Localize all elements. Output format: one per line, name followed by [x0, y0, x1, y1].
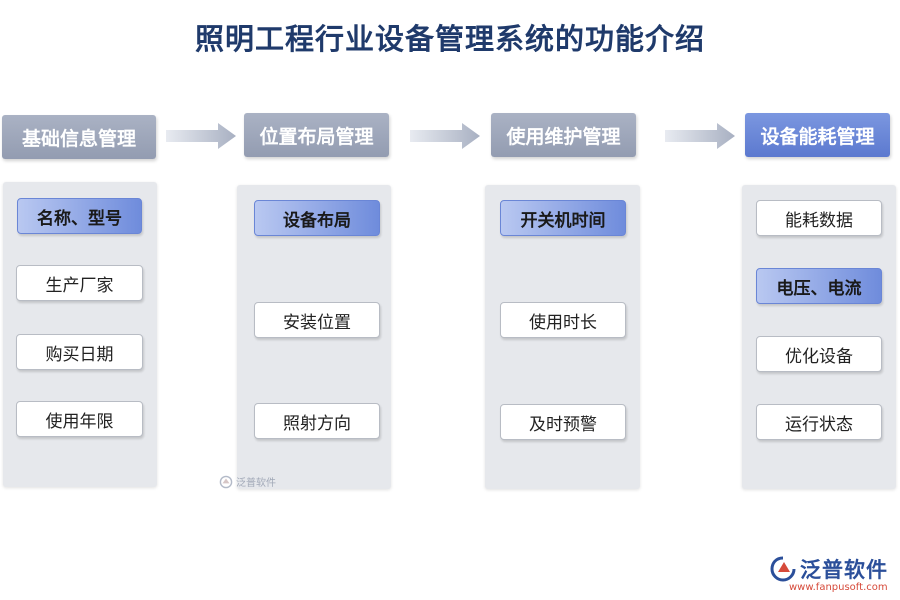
item-running-status: 运行状态	[756, 404, 882, 440]
column-header-location-layout: 位置布局管理	[244, 113, 389, 157]
arrow-right-icon	[410, 123, 480, 149]
item-manufacturer: 生产厂家	[16, 265, 143, 301]
column-header-usage-maintenance: 使用维护管理	[491, 113, 636, 157]
panel-energy: 能耗数据 电压、电流 优化设备 运行状态	[742, 185, 896, 489]
brand-logo: 泛普软件	[770, 554, 888, 584]
panel-usage-maintenance: 开关机时间 使用时长 及时预警	[485, 185, 640, 489]
item-energy-data: 能耗数据	[756, 200, 882, 236]
item-power-time: 开关机时间	[500, 200, 626, 236]
item-optimize-equipment: 优化设备	[756, 336, 882, 372]
item-equipment-layout: 设备布局	[254, 200, 380, 236]
item-service-life: 使用年限	[16, 401, 143, 437]
item-name-model: 名称、型号	[17, 198, 142, 234]
logo-name: 泛普软件	[800, 558, 888, 582]
item-voltage-current: 电压、电流	[756, 268, 882, 304]
column-header-energy: 设备能耗管理	[745, 113, 890, 157]
watermark: 泛普软件	[219, 474, 276, 489]
panel-location-layout: 设备布局 安装位置 照射方向	[237, 185, 391, 489]
page-title: 照明工程行业设备管理系统的功能介绍	[194, 22, 705, 56]
item-install-location: 安装位置	[254, 302, 380, 338]
item-timely-warning: 及时预警	[500, 404, 626, 440]
logo-icon	[770, 556, 796, 582]
item-usage-duration: 使用时长	[500, 302, 626, 338]
arrow-right-icon	[665, 123, 735, 149]
arrow-right-icon	[166, 123, 236, 149]
item-purchase-date: 购买日期	[16, 334, 143, 370]
panel-basic-info: 名称、型号 生产厂家 购买日期 使用年限	[3, 182, 157, 487]
item-light-direction: 照射方向	[254, 403, 380, 439]
watermark-text: 泛普软件	[236, 478, 276, 489]
logo-icon	[219, 475, 233, 488]
logo-url: www.fanpusoft.com	[789, 582, 888, 593]
column-header-basic-info: 基础信息管理	[2, 115, 156, 159]
